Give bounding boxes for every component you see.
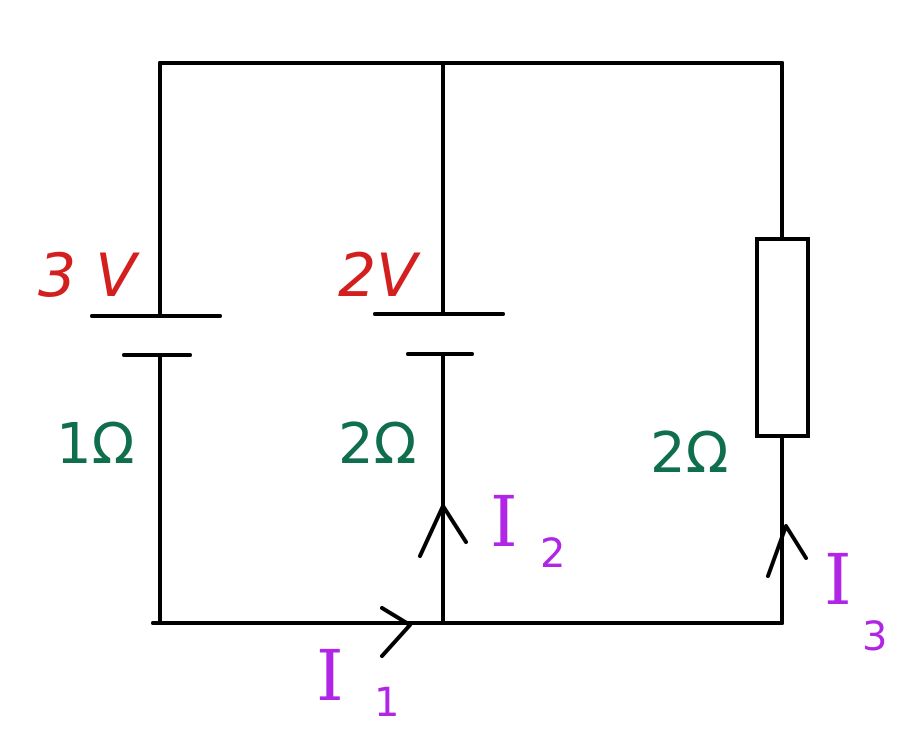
current-arrow-i3 [766, 524, 808, 578]
resistance-label-middle: 2Ω [338, 412, 416, 477]
current-subscript-i1: 1 [374, 680, 399, 726]
current-subscript-i3: 3 [862, 614, 887, 660]
current-symbol-i2: I [490, 481, 518, 563]
resistance-label-left: 1Ω [56, 412, 134, 477]
left-cell [90, 314, 222, 357]
current-subscript-i2: 2 [540, 531, 565, 577]
middle-cell [373, 312, 505, 356]
circuit-wires [151, 61, 784, 625]
current-label-i1: I 1 [316, 635, 399, 726]
current-symbol-i1: I [316, 635, 344, 717]
voltage-label-left: 3 V [38, 241, 140, 311]
current-symbol-i3: I [824, 539, 852, 621]
current-label-i3: I 3 [824, 539, 887, 660]
current-arrow-i2 [418, 504, 468, 558]
right-resistor [755, 237, 810, 438]
resistance-label-right: 2Ω [650, 421, 728, 486]
current-label-i2: I 2 [490, 481, 565, 577]
voltage-label-middle: 2V [338, 241, 421, 311]
current-arrow-i1 [380, 606, 412, 658]
